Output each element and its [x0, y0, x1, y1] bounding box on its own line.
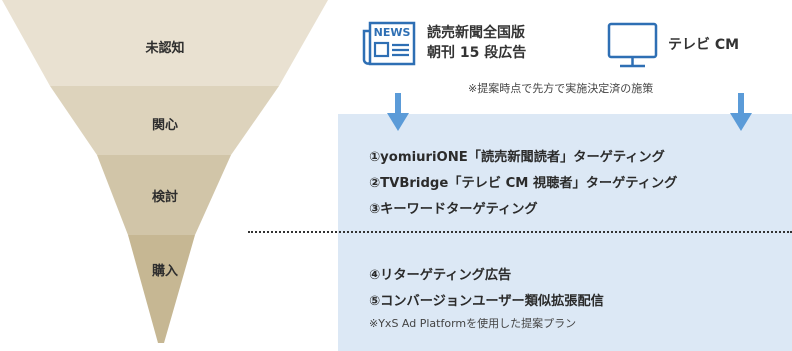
funnel-stage-label: 未認知: [145, 41, 185, 56]
newspaper-title-line1: 読売新聞全国版: [427, 25, 525, 41]
tactic-item: ④リターゲティング広告: [369, 268, 512, 283]
funnel-stage-label: 検討: [151, 190, 178, 205]
funnel-stage-label: 関心: [151, 118, 178, 133]
newspaper-title-line2: 朝刊 15 段広告: [427, 45, 527, 61]
tactic-item: ⑤コンバージョンユーザー類似拡張配信: [369, 294, 604, 309]
funnel-stage-interest: [50, 86, 279, 155]
platform-note: ※YxS Ad Platformを使用した提案プラン: [369, 317, 577, 330]
tactic-item: ②TVBridge「テレビ CM 視聴者」ターゲティング: [369, 176, 678, 191]
tv-title: テレビ CM: [668, 37, 740, 53]
funnel-stage-label: 購入: [151, 264, 178, 279]
funnel-stage-consider: [97, 155, 231, 235]
funnel-stage-unaware: [2, 0, 328, 86]
stage-divider: [248, 231, 792, 233]
newspaper-icon: NEWS: [362, 21, 416, 66]
newspaper-icon-text: NEWS: [374, 26, 411, 39]
tactic-item: ③キーワードターゲティング: [369, 202, 538, 217]
confirmed-note: ※提案時点で先方で実施決定済の施策: [468, 82, 654, 95]
arrow-down-icon: [730, 93, 752, 131]
arrow-down-icon: [387, 93, 409, 131]
tv-icon: [607, 22, 658, 68]
funnel-stage-purchase: [128, 235, 195, 343]
tactic-item: ①yomiuriONE「読売新聞読者」ターゲティング: [369, 150, 665, 165]
funnel: [2, 0, 328, 343]
